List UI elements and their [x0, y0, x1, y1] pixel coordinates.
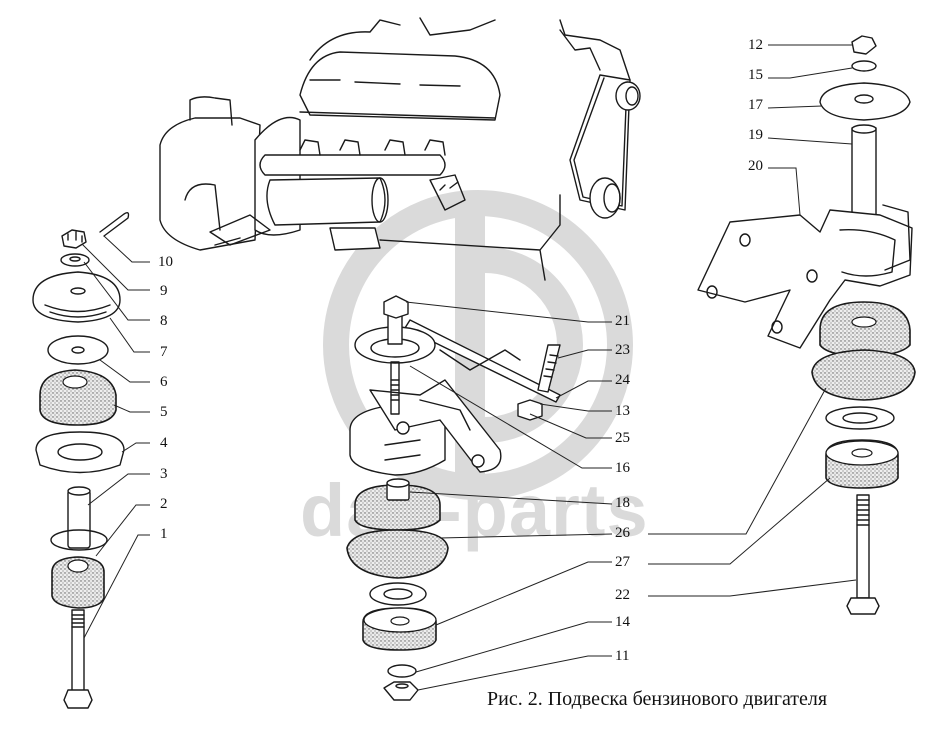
part-label-17: 17 [748, 97, 763, 113]
part-label-16: 16 [615, 460, 630, 476]
part-label-19: 19 [748, 127, 763, 143]
leader-lines [81, 44, 857, 691]
part-label-1: 1 [160, 526, 168, 542]
part-label-21: 21 [615, 313, 630, 329]
part-label-15: 15 [748, 67, 763, 83]
part-label-5: 5 [160, 404, 168, 420]
part-label-20: 20 [748, 158, 763, 174]
part-label-9: 9 [160, 283, 168, 299]
part-label-27: 27 [615, 554, 630, 570]
part-label-26: 26 [615, 525, 630, 541]
engine-drawing [159, 17, 641, 281]
left-mount-stack [32, 211, 130, 709]
part-label-25: 25 [615, 430, 630, 446]
front-mount-assembly [346, 295, 561, 701]
figure-caption: Рис. 2. Подвеска бензинового двигателя [487, 688, 828, 710]
part-label-18: 18 [615, 495, 630, 511]
part-label-7: 7 [160, 344, 168, 360]
part-label-22: 22 [615, 587, 630, 603]
part-label-2: 2 [160, 496, 168, 512]
part-label-23: 23 [615, 342, 630, 358]
part-label-8: 8 [160, 313, 168, 329]
part-label-13: 13 [615, 403, 630, 419]
part-label-4: 4 [160, 435, 168, 451]
part-label-11: 11 [615, 648, 630, 664]
part-label-12: 12 [748, 37, 763, 53]
rear-mount-assembly [697, 35, 916, 615]
part-label-10: 10 [158, 254, 173, 270]
part-label-6: 6 [160, 374, 168, 390]
part-label-3: 3 [160, 466, 168, 482]
part-label-24: 24 [615, 372, 630, 388]
part-label-14: 14 [615, 614, 630, 630]
